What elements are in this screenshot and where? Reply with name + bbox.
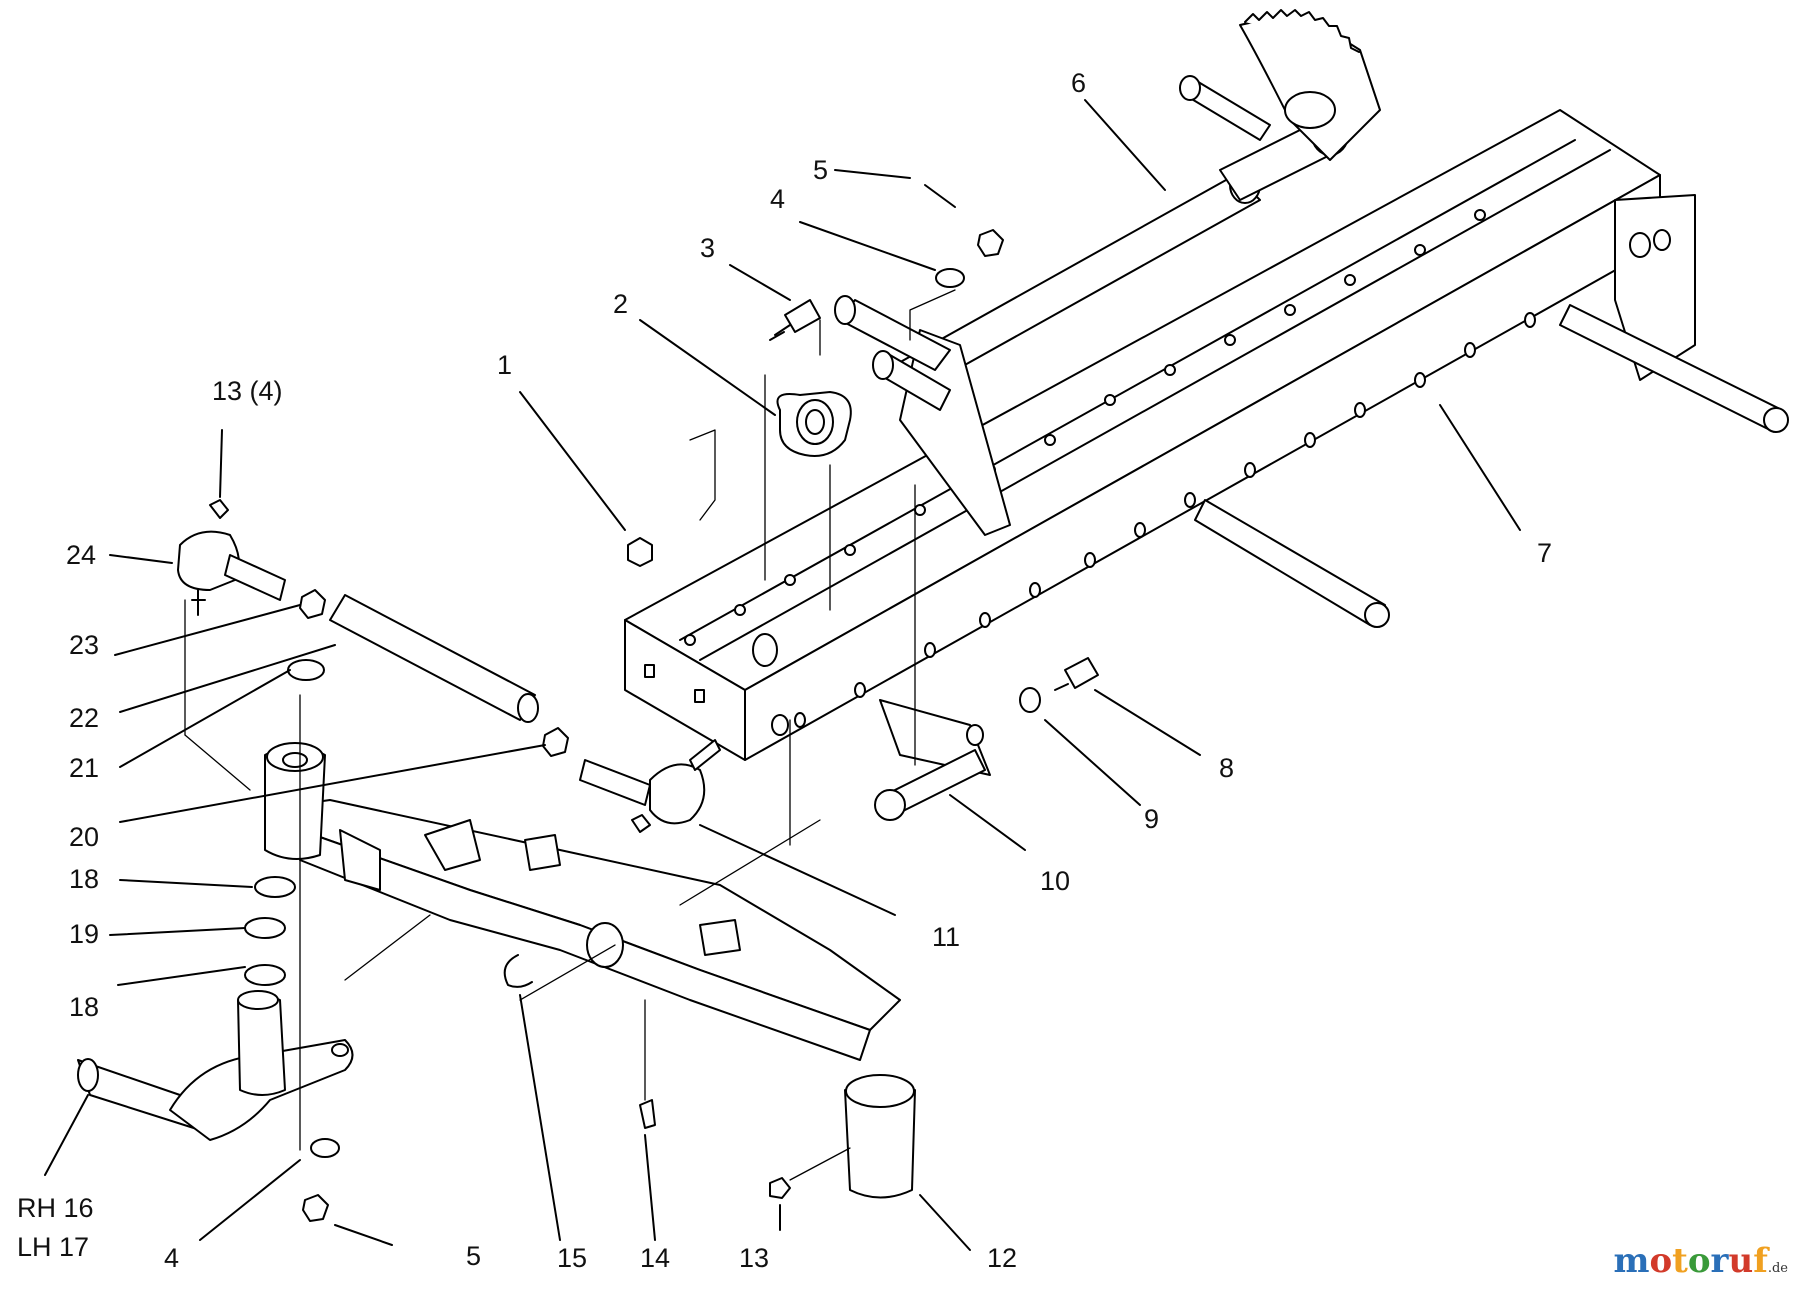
watermark-letter: f	[1753, 1241, 1768, 1281]
castle-nut-lower	[302, 1194, 329, 1222]
grease-fitting-13-bottom	[769, 1177, 791, 1199]
jam-nut-20	[542, 727, 569, 757]
callout-5-lower: 5	[466, 1241, 482, 1271]
steering-shaft-6	[894, 9, 1381, 391]
frame-rods	[1194, 304, 1789, 628]
callout-4-upper: 4	[770, 184, 786, 214]
callout-6: 6	[1071, 68, 1087, 98]
callout-20: 20	[69, 822, 100, 852]
watermark-logo: motoruf.de	[1613, 1241, 1788, 1281]
watermark-letter: t	[1672, 1241, 1688, 1281]
callout-13: 13	[739, 1243, 770, 1273]
e-clip-15	[503, 954, 533, 988]
watermark-letter: u	[1728, 1241, 1754, 1281]
bolt-8	[1054, 657, 1099, 691]
grease-fitting-14	[639, 1099, 656, 1129]
main-frame	[624, 109, 1789, 761]
callout-18-upper: 18	[69, 864, 100, 894]
callout-4-lower: 4	[164, 1243, 180, 1273]
callout-8: 8	[1219, 753, 1235, 783]
callout-15: 15	[557, 1243, 588, 1273]
callout-10: 10	[1040, 866, 1071, 896]
flange-bearing-2	[776, 391, 852, 457]
callout-14: 14	[640, 1243, 671, 1273]
callout-11: 11	[932, 922, 961, 952]
bolt-3	[769, 299, 821, 341]
callout-22: 22	[69, 703, 100, 733]
washer-4-upper	[935, 268, 965, 288]
watermark-letter: o	[1649, 1241, 1673, 1281]
tie-rod-22	[329, 594, 539, 723]
callout-21: 21	[69, 753, 100, 783]
callout-7: 7	[1537, 538, 1553, 568]
washer-18-lower	[244, 964, 286, 986]
washer-19	[244, 917, 286, 939]
callout-rh-16: RH 16	[17, 1193, 94, 1223]
watermark-suffix: .de	[1767, 1261, 1788, 1276]
watermark-brand: motoruf	[1613, 1241, 1767, 1281]
callout-18-lower: 18	[69, 992, 100, 1022]
callout-9: 9	[1144, 804, 1160, 834]
leader-lines	[44, 99, 1521, 1251]
washer-18-upper	[254, 876, 296, 898]
nut-1	[627, 537, 653, 567]
callout-24: 24	[66, 540, 97, 570]
ball-joint-11	[579, 739, 721, 833]
front-axle-12	[264, 742, 916, 1199]
callout-13-4: 13 (4)	[212, 376, 283, 406]
cotter-pin-5-upper	[924, 184, 956, 208]
callout-3: 3	[700, 233, 716, 263]
spindle-16-17	[77, 990, 354, 1141]
watermark-letter: o	[1687, 1241, 1711, 1281]
castle-nut-upper	[977, 229, 1004, 257]
ball-joint-24	[177, 530, 286, 616]
washer-9	[1019, 687, 1041, 713]
bushing-21	[287, 659, 325, 681]
watermark-letter: r	[1710, 1241, 1729, 1281]
callout-5-upper: 5	[813, 155, 829, 185]
washer-4-lower	[310, 1138, 340, 1158]
callout-2: 2	[613, 289, 629, 319]
callout-12: 12	[987, 1243, 1018, 1273]
support-bracket	[834, 295, 1011, 536]
cotter-pin-5-lower	[334, 1224, 393, 1246]
callout-23: 23	[69, 630, 100, 660]
pivot-pin-10	[874, 699, 991, 821]
alignment-lines	[184, 289, 956, 1181]
grease-fitting-13-top	[209, 499, 229, 519]
callout-lh-17: LH 17	[17, 1232, 90, 1262]
watermark-letter: m	[1613, 1241, 1650, 1281]
jam-nut-23	[299, 589, 326, 619]
callout-19: 19	[69, 919, 100, 949]
frame-holes	[644, 209, 1671, 736]
callout-1: 1	[497, 350, 513, 380]
